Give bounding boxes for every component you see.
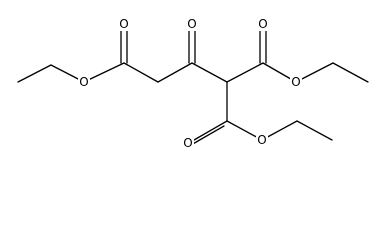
bond-ester1-c-ch2 xyxy=(123,62,159,83)
bond-ch2-ketone-c xyxy=(157,62,193,83)
atom-o-ketone: O xyxy=(187,17,196,31)
bond-ester3-c-o-double-a xyxy=(193,120,228,141)
atom-o-ether-2: O xyxy=(291,75,300,89)
label-bg-o-ether-1 xyxy=(78,75,90,89)
bond-ethyl2-o-ch2 xyxy=(295,62,334,83)
label-bg-o-ether-3 xyxy=(256,133,268,147)
label-bg-o-ketone xyxy=(186,17,198,31)
label-bg-o-carbonyl-3 xyxy=(182,136,194,150)
label-bg-o-ether-2 xyxy=(290,75,302,89)
label-bg-o-carbonyl-2 xyxy=(257,17,269,31)
bond-ketone-c-ch xyxy=(191,62,228,83)
bond-ethyl1-ch3-ch2 xyxy=(17,64,52,83)
bond-ethyl2-ch2-ch3 xyxy=(332,62,369,83)
bond-ester3-c-o-double-b xyxy=(190,125,225,146)
atom-o-ether-3: O xyxy=(257,133,266,147)
atom-o-carbonyl-2: O xyxy=(258,17,267,31)
bond-ester1-o-c xyxy=(83,62,125,83)
atom-o-carbonyl-3: O xyxy=(183,136,192,150)
label-bg-o-carbonyl-1 xyxy=(118,17,130,31)
bond-ethyl3-ch2-ch3 xyxy=(296,120,333,141)
atom-o-ether-1: O xyxy=(79,75,88,89)
bond-ch-ester2-c xyxy=(226,62,264,83)
molecule-structure-diagram: O O O O O O O xyxy=(17,17,369,150)
atom-o-carbonyl-1: O xyxy=(119,17,128,31)
